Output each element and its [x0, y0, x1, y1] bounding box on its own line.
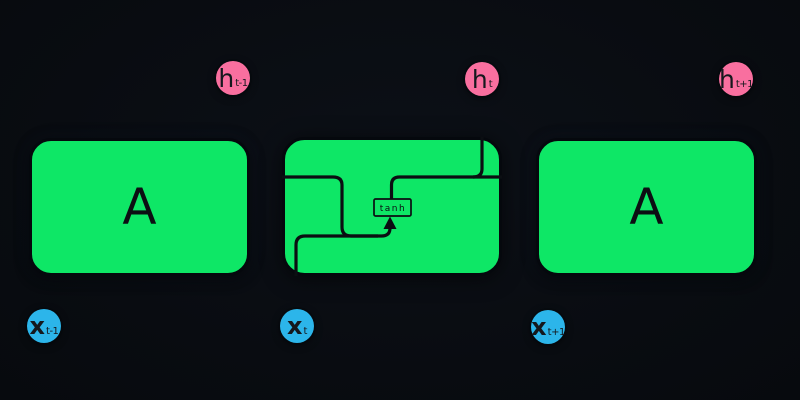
rnn-cell-internals: tanh: [282, 137, 502, 276]
tanh-output-line: [389, 175, 502, 200]
tanh-label: tanh: [380, 204, 406, 214]
tanh-box: [373, 198, 412, 217]
input-subscript: t: [303, 325, 308, 337]
hidden-state-label: h: [471, 64, 488, 94]
hidden-branch-line: [472, 137, 484, 179]
input-label: x: [531, 313, 547, 341]
input-label: x: [29, 312, 46, 340]
hidden-state-label: h: [218, 63, 235, 93]
input-subscript: t-1: [46, 325, 59, 337]
arrow-up-icon: [383, 216, 397, 229]
input-subscript: t+1: [547, 326, 566, 338]
rnn-cell-prev: A: [29, 138, 250, 276]
cell-label: A: [629, 178, 664, 236]
cell-label: A: [122, 178, 157, 236]
hidden-state-label: h: [718, 64, 735, 94]
hidden-state-subscript: t: [488, 78, 493, 90]
input-merge-line: [294, 225, 392, 276]
rnn-cell-next: A: [536, 138, 757, 276]
hidden-state-subscript: t+1: [735, 78, 754, 90]
rnn-cell-current: tanh: [282, 137, 502, 276]
input-label: x: [287, 312, 303, 340]
hidden-state-subscript: t-1: [235, 77, 248, 89]
